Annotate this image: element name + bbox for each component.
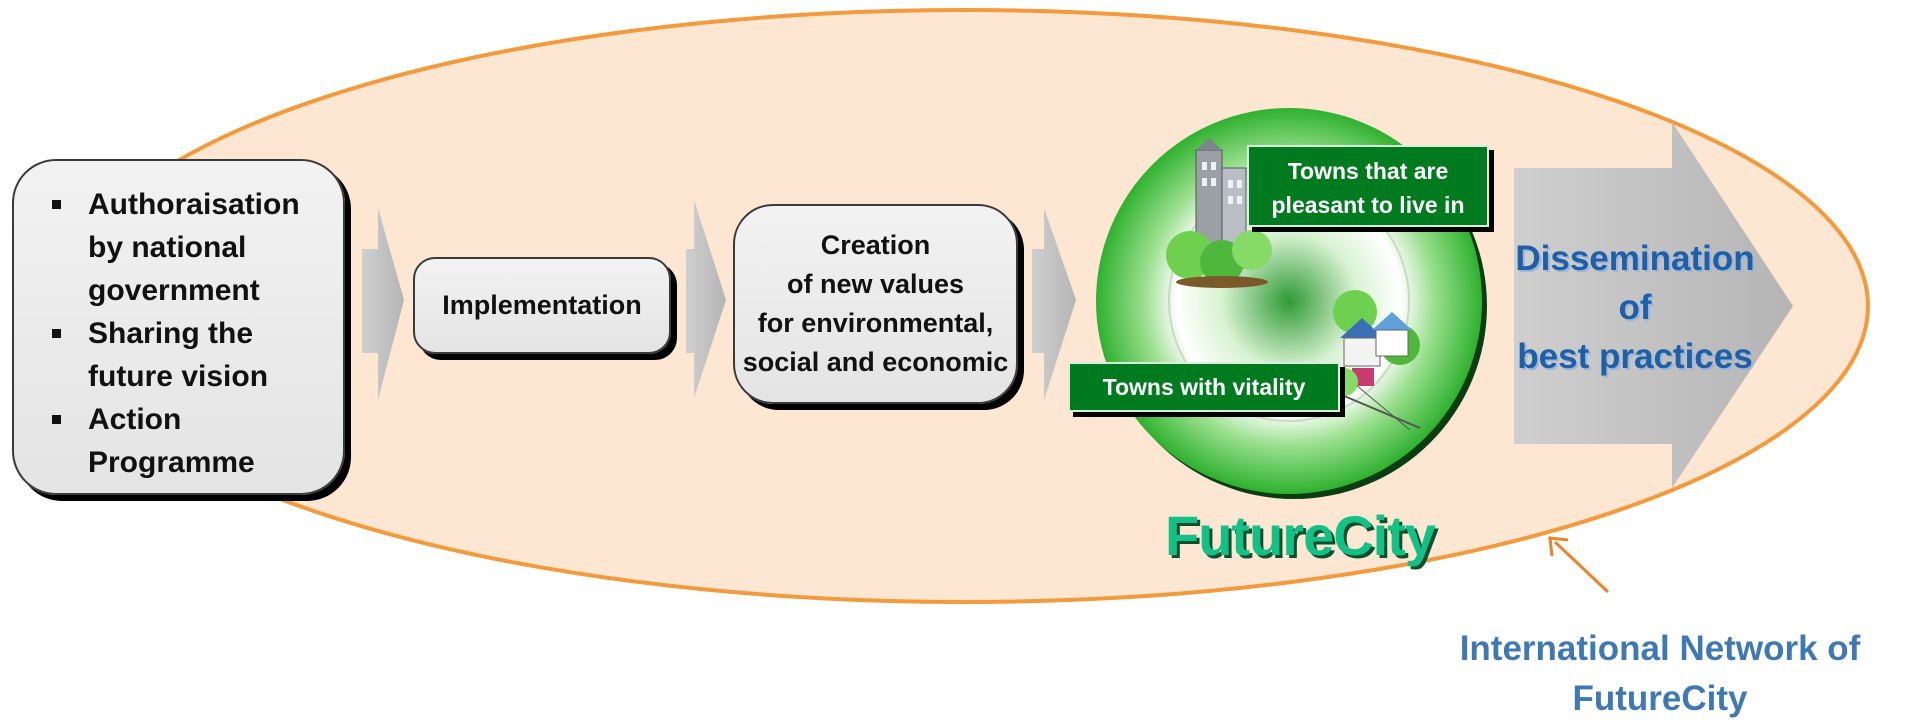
governance-steps-list: Authoraisation by national government Sh… [14,161,343,484]
flow-arrow-3 [1032,208,1076,400]
creation-line-2: of new values [786,269,965,299]
flow-arrow-2 [686,200,726,398]
creation-line-1: Creation [820,230,931,260]
dissemination-arrow [1514,122,1793,488]
step-bullet-action: Action Programme [14,398,328,484]
pleasant-line-2: pleasant to live in [1271,192,1465,218]
step-bullet-vision: Sharing the future vision [14,312,328,398]
implementation-label: Implementation [442,290,642,320]
value-creation-box: Creation of new values for environmental… [733,204,1018,404]
creation-line-4: social and economic [742,347,1009,377]
governance-steps-box: Authoraisation by national government Sh… [12,159,345,495]
dissemination-line-2: of [1618,288,1652,327]
futurecity-title: FutureCity [1165,504,1436,567]
dissemination-line-3: best practices [1517,337,1753,376]
step-bullet-authorisation: Authoraisation by national government [14,183,328,312]
pointer-arrow [1548,536,1610,594]
dissemination-label: Dissemination of best practices [1490,234,1780,381]
city-buildings-icon [1166,138,1272,288]
network-line-2: FutureCity [1572,679,1748,718]
pleasant-towns-label: Towns that are pleasant to live in [1247,145,1489,227]
creation-line-3: for environmental, [757,308,994,338]
network-line-1: International Network of [1459,629,1861,668]
vitality-towns-label: Towns with vitality [1068,362,1340,412]
flow-arrow-1 [362,208,404,400]
international-network-label: International Network of FutureCity [1420,624,1900,724]
dissemination-line-1: Dissemination [1515,239,1755,278]
pleasant-line-1: Towns that are [1287,158,1449,184]
implementation-box: Implementation [413,257,671,354]
